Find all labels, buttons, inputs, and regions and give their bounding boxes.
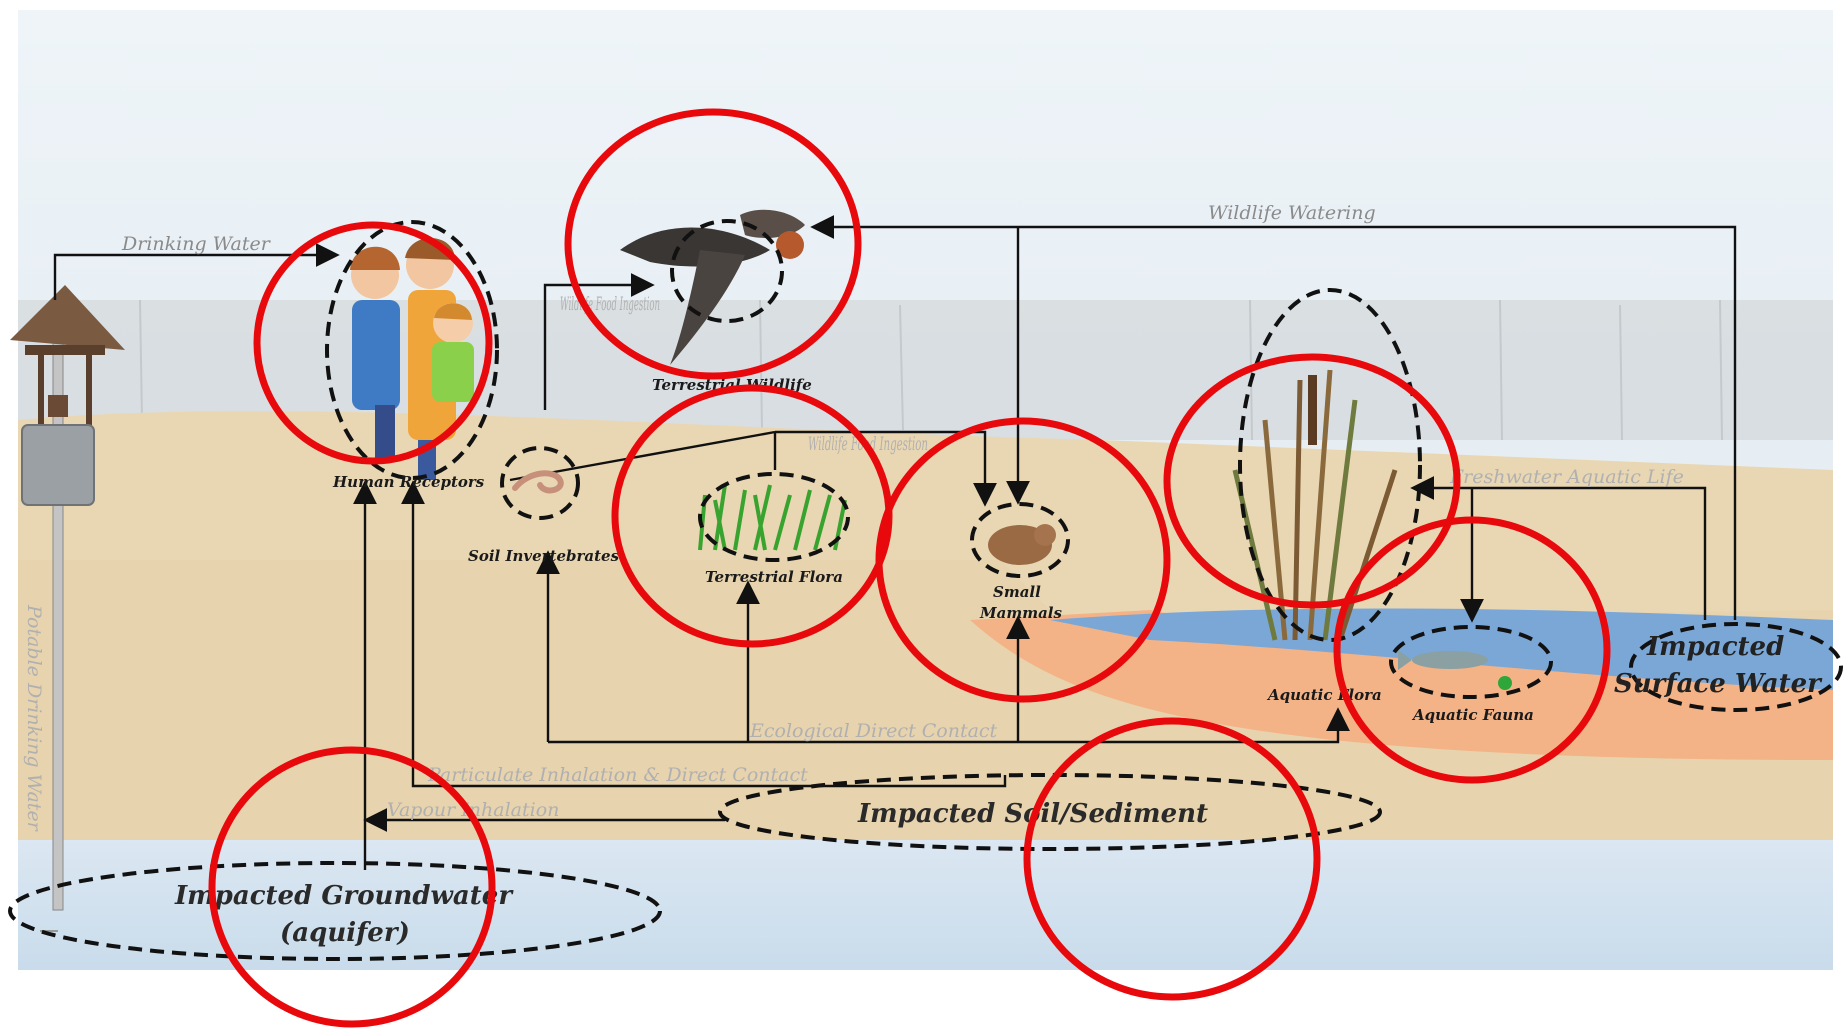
terrestrial-flora-label: Terrestrial Flora — [705, 568, 843, 586]
small-mammals-label-1: Small — [993, 583, 1041, 601]
small-mammals-label-2: Mammals — [979, 604, 1062, 622]
drinking-water-label: Drinking Water — [121, 233, 272, 255]
soil-invertebrates-label: Soil Invertebrates — [468, 547, 620, 565]
impacted-groundwater-label-2: (aquifer) — [280, 918, 410, 948]
human-receptors-label: Human Receptors — [332, 473, 485, 491]
aquatic-flora-label: Aquatic Flora — [1266, 686, 1382, 704]
background-scene — [0, 10, 1847, 1031]
particulate-inhalation-label: Particulate Inhalation & Direct Contact — [427, 764, 808, 786]
wildlife-food-ingestion-label-1: Wildlife Food Ingestion — [560, 293, 660, 315]
potable-drinking-water-label: Potable Drinking Water — [23, 604, 45, 833]
impacted-groundwater-label-1: Impacted Groundwater — [174, 881, 514, 911]
ecological-direct-contact-label: Ecological Direct Contact — [749, 720, 998, 742]
wildlife-watering-label: Wildlife Watering — [1208, 202, 1376, 224]
impacted-surface-water-label-1: Impacted — [1646, 632, 1784, 662]
aquatic-fauna-label: Aquatic Fauna — [1411, 706, 1534, 724]
freshwater-aquatic-life-label: Freshwater Aquatic Life — [1449, 466, 1684, 488]
impacted-surface-water-label-2: Surface Water — [1614, 669, 1823, 699]
